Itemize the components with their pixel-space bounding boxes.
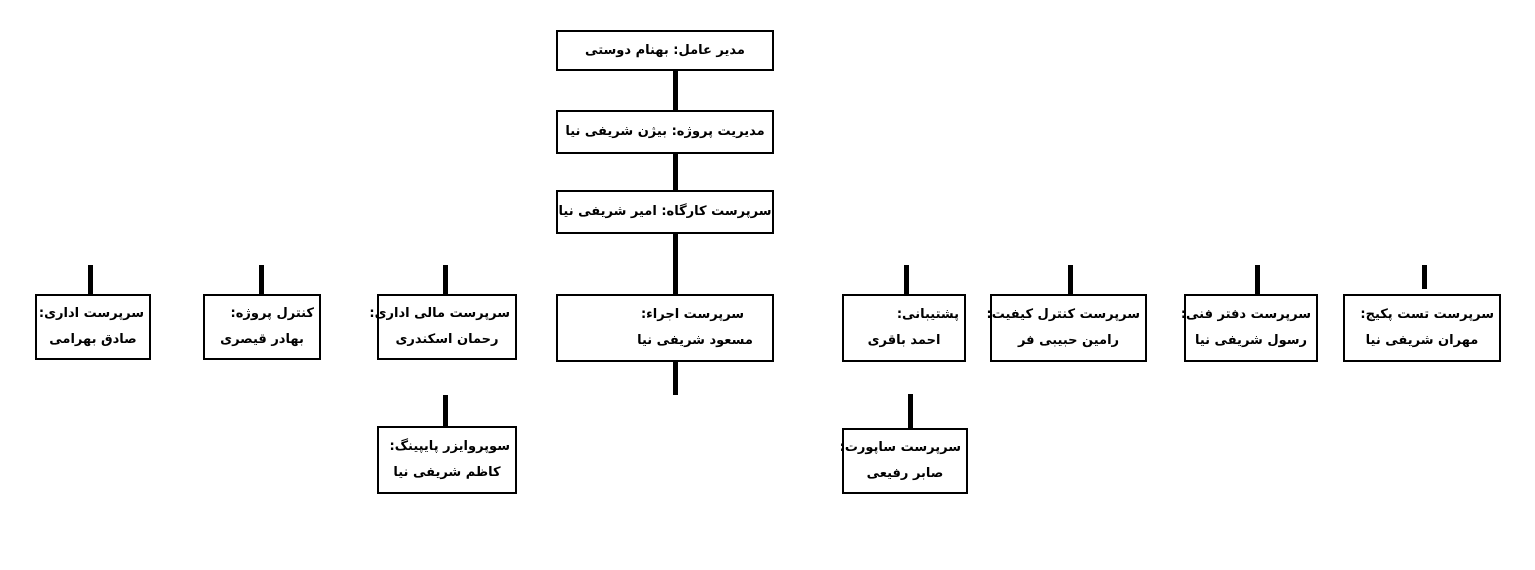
execution-box: سرپرست اجراء: مسعود شریفی نیا xyxy=(556,294,774,362)
execution-name: مسعود شریفی نیا xyxy=(637,333,753,348)
admin-box: سرپرست اداری: صادق بهرامی xyxy=(35,294,151,360)
connector-workshop-execution xyxy=(673,232,678,295)
finance-admin-box: سرپرست مالی اداری: رحمان اسکندری xyxy=(369,294,517,360)
logistics-role: پشتیبانی: xyxy=(896,307,959,323)
connector-admin xyxy=(88,265,93,296)
project-control-role: کنترل پروژه: xyxy=(230,306,314,322)
package-test-name: مهران شریفی نیا xyxy=(1365,333,1479,348)
finance-admin-name: رحمان اسکندری xyxy=(395,332,499,347)
project-control-name: بهادر قیصری xyxy=(220,332,304,347)
technical-office-name: رسول شریفی نیا xyxy=(1194,333,1308,348)
connector-ceo-pm xyxy=(673,69,678,110)
connector-pm-workshop xyxy=(673,152,678,190)
connector-execution-below xyxy=(673,362,678,395)
logistics-name: احمد باقری xyxy=(867,333,941,348)
workshop-supervisor-box: سرپرست کارگاه: امیر شریفی نیا xyxy=(556,190,774,234)
support-supervisor-box: سرپرست ساپورت: صابر رفیعی xyxy=(839,428,968,494)
technical-office-role: سرپرست دفتر فنی: xyxy=(1180,307,1311,323)
connector-piping xyxy=(443,395,448,427)
quality-control-role: سرپرست کنترل کیفیت: xyxy=(986,307,1140,323)
support-supervisor-role: سرپرست ساپورت: xyxy=(839,440,961,456)
logistics-box: پشتیبانی: احمد باقری xyxy=(842,294,966,362)
package-test-role: سرپرست تست پکیج: xyxy=(1360,307,1494,323)
connector-package-test xyxy=(1422,265,1427,289)
connector-quality-control xyxy=(1068,265,1073,296)
admin-role: سرپرست اداری: xyxy=(38,306,144,322)
admin-name: صادق بهرامی xyxy=(49,332,137,347)
piping-supervisor-box: سوپروایزر پایپینگ: کاظم شریفی نیا xyxy=(377,426,517,494)
package-test-box: سرپرست تست پکیج: مهران شریفی نیا xyxy=(1343,294,1501,362)
quality-control-name: رامین حبیبی فر xyxy=(1017,333,1120,348)
connector-finance-admin xyxy=(443,265,448,296)
piping-supervisor-role: سوپروایزر پایپینگ: xyxy=(389,439,511,455)
connector-support xyxy=(908,394,913,430)
project-manager-label: مدیریت پروژه: بیژن شریفی نیا xyxy=(565,124,765,140)
technical-office-box: سرپرست دفتر فنی: رسول شریفی نیا xyxy=(1180,294,1318,362)
workshop-supervisor-label: سرپرست کارگاه: امیر شریفی نیا xyxy=(558,204,772,220)
quality-control-box: سرپرست کنترل کیفیت: رامین حبیبی فر xyxy=(986,294,1147,362)
ceo-box: مدیر عامل: بهنام دوستی xyxy=(556,30,774,71)
support-supervisor-name: صابر رفیعی xyxy=(866,466,944,481)
execution-role: سرپرست اجراء: xyxy=(640,307,745,323)
project-manager-box: مدیریت پروژه: بیژن شریفی نیا xyxy=(556,110,774,154)
piping-supervisor-name: کاظم شریفی نیا xyxy=(393,465,501,480)
ceo-label: مدیر عامل: بهنام دوستی xyxy=(585,42,745,58)
project-control-box: کنترل پروژه: بهادر قیصری xyxy=(203,294,321,360)
connector-technical-office xyxy=(1255,265,1260,296)
connector-logistics xyxy=(904,265,909,296)
finance-admin-role: سرپرست مالی اداری: xyxy=(369,306,510,322)
connector-project-control xyxy=(259,265,264,296)
